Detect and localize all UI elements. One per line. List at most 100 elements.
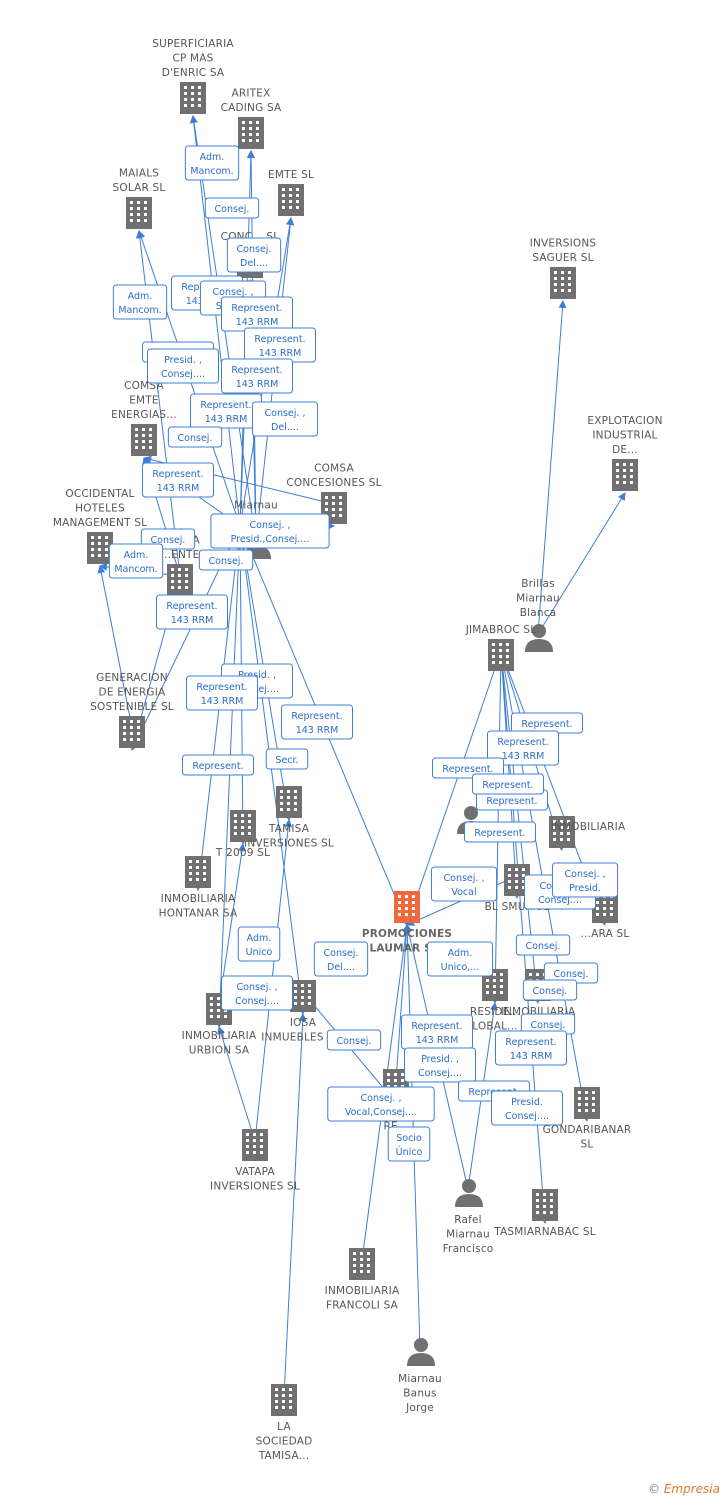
relation-label-box[interactable]: Consej. [198,549,254,571]
node-label: ENERGIAS... [111,409,177,421]
node-label: EXPLOTACION [587,415,662,427]
relation-label-box[interactable]: Consej.Del.... [313,941,369,977]
relation-label-box[interactable]: Presid. ,Consej.... [147,348,219,384]
relation-label-frame [472,773,544,795]
relation-label-box[interactable]: Consej.Del.... [226,237,282,273]
relation-label-text: Represent. [474,828,525,839]
building-icon [271,1384,297,1416]
relation-label-box[interactable]: Represent. [182,754,254,776]
relation-label-text: Socio [396,1133,422,1144]
relation-label-frame [167,426,223,448]
person-icon [455,1179,483,1207]
node-label: CADING SA [221,102,282,114]
relation-label-box[interactable]: Consej. ,Vocal [430,866,498,902]
relation-label-box[interactable]: Represent. [464,821,536,843]
relation-label-box[interactable]: Represent.143 RRM [244,327,316,363]
relation-label-box[interactable]: Adm.Mancom. [112,284,168,320]
relation-label-box[interactable]: Represent.143 RRM [401,1014,473,1050]
relation-label-box[interactable]: Represent.143 RRM [281,704,353,740]
building-icon [230,810,256,842]
relation-label-box[interactable]: Consej. [204,197,260,219]
company-node[interactable]: LASOCIEDADTAMISA... [256,1384,313,1462]
relation-label-box[interactable]: Consej. [522,979,578,1001]
relation-label-box[interactable]: Consej. [515,934,571,956]
relation-label-text: Mancom. [118,305,161,316]
relation-label-box[interactable]: Represent.143 RRM [487,730,559,766]
relation-label-box[interactable]: Adm.Unico,... [426,941,494,977]
relation-label-text: Represent. [231,365,282,376]
relation-label-text: Mancom. [190,166,233,177]
relation-label-box[interactable]: Consej. ,Consej.... [221,975,293,1011]
relation-label-box[interactable]: Represent.143 RRM [221,296,293,332]
node-label: Banus [403,1388,436,1400]
company-node[interactable]: ...ARA SL [581,891,630,940]
relation-label-box[interactable]: Consej. ,Del.... [251,401,319,437]
company-node[interactable]: TASMIARNABAC SL [493,1189,596,1238]
relation-label-box[interactable]: Adm.Mancom. [108,543,164,579]
relation-label-box[interactable]: Adm.Mancom. [184,145,240,181]
relation-edge [405,650,502,926]
relation-label-box[interactable]: Consej. ,Presid.,Consej.... [210,513,330,549]
relation-label-box[interactable]: Consej. ,Presid. [551,862,619,898]
relation-label-box[interactable]: Adm.Unico [237,926,281,962]
relation-label-frame [204,197,260,219]
node-label: INMOBILIARIA [161,893,236,905]
relation-label-box[interactable]: Presid. ,Consej.... [404,1047,476,1083]
relation-label-box[interactable]: Represent. [511,712,583,734]
node-label: T 2009 SL [215,847,270,859]
relation-label-box[interactable]: Represent. [472,773,544,795]
relation-label-box[interactable]: Consej. [167,426,223,448]
relation-label-box[interactable]: Represent.143 RRM [142,462,214,498]
relation-label-box[interactable]: Represent.143 RRM [190,393,262,429]
node-label: INMOBILIARIA [551,821,626,833]
company-node[interactable]: JIMABROC SL [465,624,537,671]
relation-label-frame [326,1029,382,1051]
person-icon [407,1338,435,1366]
relation-edge [217,1026,256,1142]
company-node[interactable]: EMTE SL [268,169,314,216]
building-icon [550,267,576,299]
footer-brand[interactable]: © Empresia [648,1482,720,1496]
node-label: CONCESIONES SL [286,477,381,489]
relation-label-box[interactable]: Represent.143 RRM [495,1030,567,1066]
company-node[interactable]: COMSAEMTEENERGIAS... [111,380,177,456]
company-node[interactable]: INMOBILIARIA [549,816,626,848]
relation-label-box[interactable]: Consej. ,Vocal,Consej.... [327,1086,435,1122]
relation-label-box[interactable]: Secr. [265,748,309,770]
relation-label-box[interactable]: Presid.Consej.... [491,1090,563,1126]
node-label: LOBAL... [472,1021,518,1033]
company-node[interactable]: T 2009 SL [215,810,270,859]
node-label: SL [581,1139,594,1151]
relation-label-text: Presid. [511,1097,543,1108]
relation-label-box[interactable]: Represent.143 RRM [221,358,293,394]
relation-label-text: Unico,... [441,962,480,973]
relation-label-box[interactable]: Represent.143 RRM [186,675,258,711]
relation-label-box[interactable]: Consej. [326,1029,382,1051]
relation-edge [537,300,567,635]
relation-label-text: Consej. [178,433,213,444]
relation-label-box[interactable]: Represent.143 RRM [156,594,228,630]
company-node[interactable]: RESIDE...LOBAL... [470,969,520,1033]
relation-label-box[interactable]: Represent. [432,757,504,779]
company-node[interactable]: EXPLOTACIONINDUSTRIALDE... [587,415,662,491]
